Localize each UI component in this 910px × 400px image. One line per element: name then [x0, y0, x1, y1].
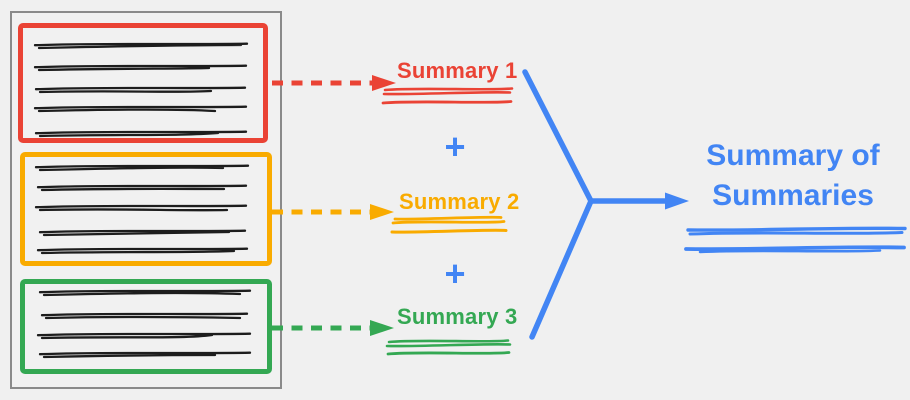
summary-1-label: Summary 1	[397, 58, 518, 83]
scribble-underline-green	[385, 342, 512, 348]
scribble-underline-green	[386, 351, 511, 356]
scribble-underline-blue	[698, 249, 882, 254]
ink-line	[40, 312, 249, 320]
document-section-orange	[20, 152, 272, 266]
document-section-green	[20, 279, 272, 374]
ink-line	[33, 64, 248, 72]
ink-line	[33, 105, 248, 113]
ink-line	[34, 164, 250, 172]
ink-line	[34, 130, 248, 138]
merge-arrow	[522, 69, 689, 340]
summary-2-label: Summary 2	[399, 189, 520, 214]
scribble-underline-red	[382, 90, 512, 96]
scribble-underline-blue	[684, 245, 906, 252]
scribble-underline-orange	[391, 220, 506, 225]
ink-line	[34, 204, 248, 212]
ink-line	[36, 184, 248, 192]
ink-line	[33, 42, 249, 50]
ink-line	[34, 86, 247, 94]
ink-line	[38, 289, 252, 297]
document-section-red	[18, 23, 268, 143]
ink-line	[36, 247, 249, 255]
scribble-underline-orange	[393, 215, 503, 221]
ink-line	[36, 332, 252, 340]
plus-sign-1: +	[444, 126, 466, 167]
scribble-underline-green	[387, 339, 510, 344]
dashed-arrow-orange	[272, 204, 394, 220]
source-document	[10, 11, 282, 389]
ink-line	[38, 229, 247, 237]
ink-line	[38, 351, 252, 359]
scribble-underline-orange	[390, 228, 508, 234]
scribble-underline-red	[381, 100, 513, 105]
summary-of-summaries-title: Summary of Summaries	[706, 139, 880, 212]
scribble-underline-red	[383, 87, 514, 92]
scribble-underline-blue	[688, 231, 904, 236]
dashed-arrow-green	[272, 320, 394, 336]
summary-3-label: Summary 3	[397, 304, 518, 329]
dashed-arrow-red	[272, 75, 396, 91]
scribble-underline-blue	[686, 226, 907, 232]
plus-sign-2: +	[444, 253, 466, 294]
